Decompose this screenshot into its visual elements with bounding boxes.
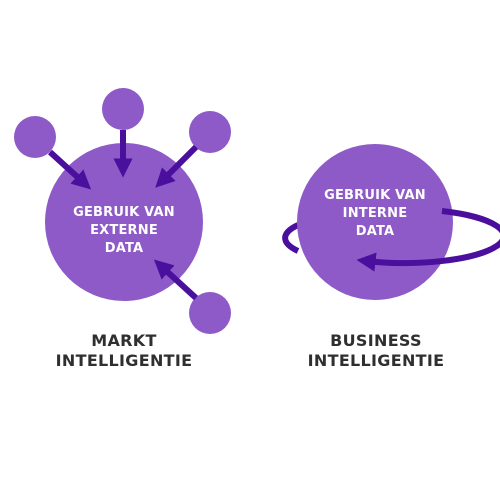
market-caption-line-1: MARKT bbox=[91, 331, 157, 350]
external-data-label: GEBRUIK VAN EXTERNE DATA bbox=[64, 204, 184, 258]
inflow-arrow-top-right bbox=[155, 144, 199, 188]
internal-label-line-1: GEBRUIK VAN bbox=[324, 188, 426, 203]
internal-label-line-2: INTERNE bbox=[342, 206, 408, 221]
source-node-top-right bbox=[189, 111, 231, 153]
source-node-top bbox=[102, 88, 144, 130]
internal-data-group bbox=[282, 144, 500, 300]
inflow-arrow-bottom-right bbox=[153, 259, 199, 301]
source-node-top-left bbox=[14, 116, 56, 158]
business-intelligence-caption: BUSINESS INTELLIGENTIE bbox=[291, 331, 461, 371]
external-label-line-2: EXTERNE bbox=[90, 223, 158, 238]
business-caption-line-2: INTELLIGENTIE bbox=[307, 351, 445, 370]
orbit-ring-front-arrow bbox=[356, 208, 500, 272]
market-caption-line-2: INTELLIGENTIE bbox=[55, 351, 193, 370]
external-label-line-3: DATA bbox=[104, 241, 144, 256]
source-node-bottom-right bbox=[189, 292, 231, 334]
external-label-line-1: GEBRUIK VAN bbox=[73, 205, 175, 220]
business-caption-line-1: BUSINESS bbox=[330, 331, 422, 350]
internal-data-label: GEBRUIK VAN INTERNE DATA bbox=[315, 187, 435, 241]
inflow-arrow-top-left bbox=[47, 149, 92, 190]
internal-label-line-3: DATA bbox=[355, 224, 395, 239]
market-intelligence-caption: MARKT INTELLIGENTIE bbox=[44, 331, 204, 371]
external-data-group bbox=[14, 88, 231, 334]
orbit-ring-back-left bbox=[282, 222, 300, 254]
